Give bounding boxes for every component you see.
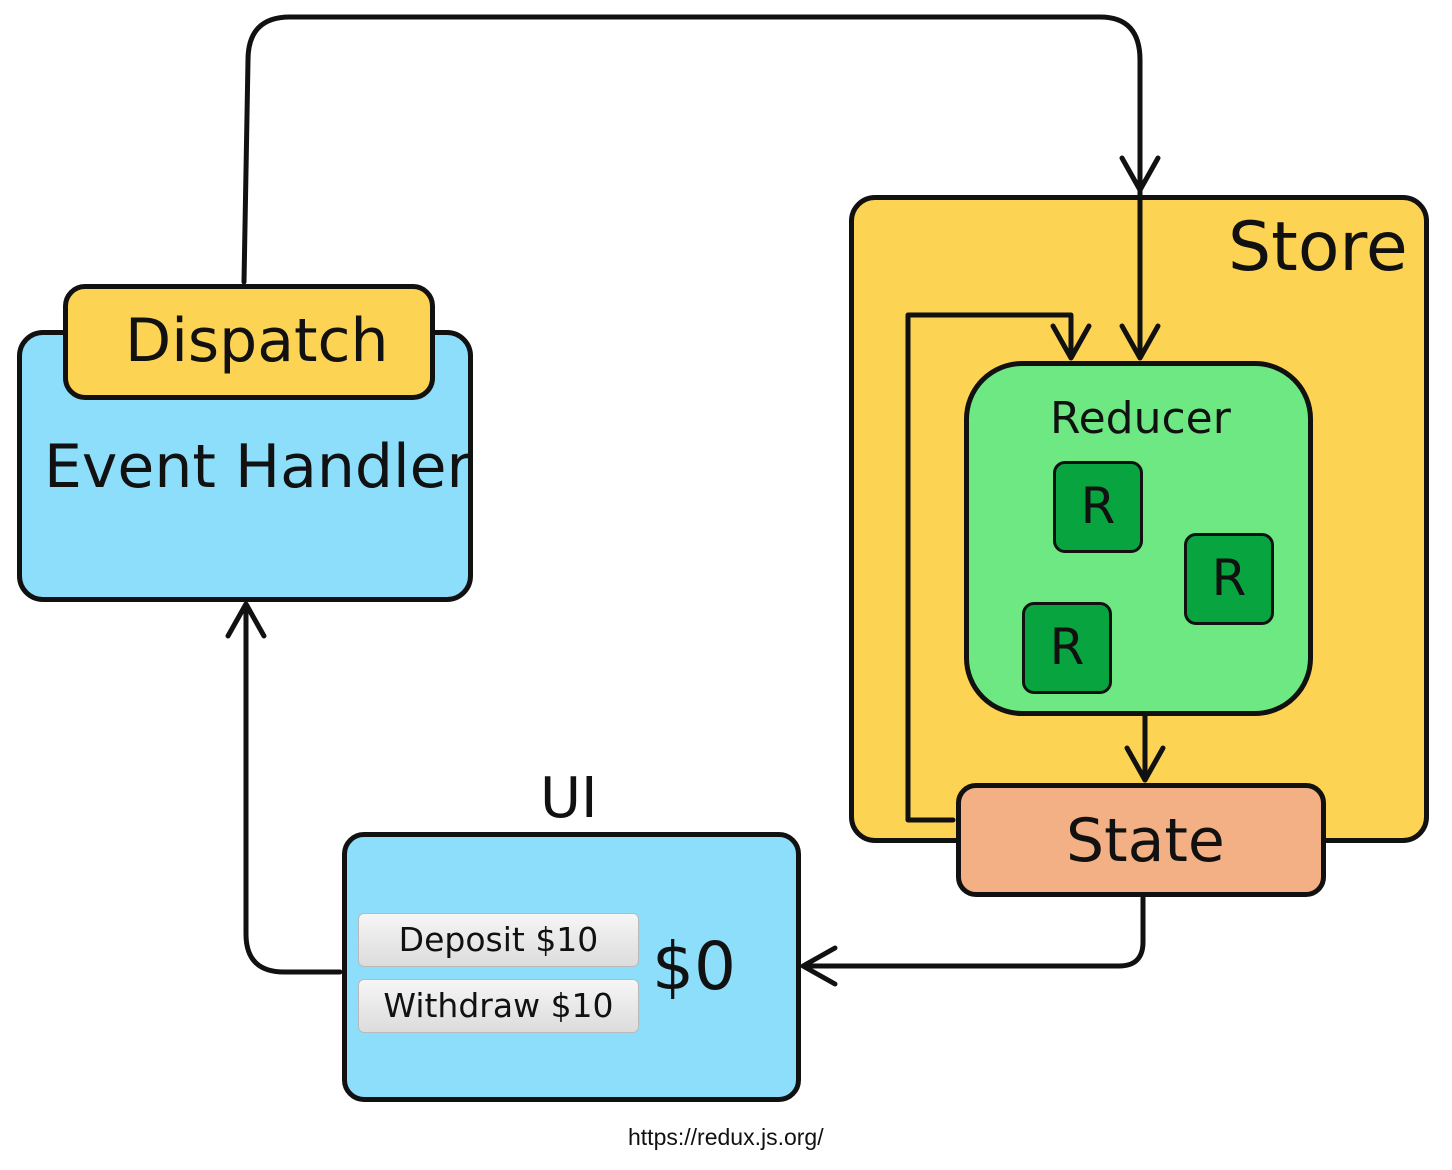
ui-to-handler-arrow <box>243 603 343 975</box>
source-url: https://redux.js.org/ <box>628 1124 824 1150</box>
ui-box <box>342 832 801 1102</box>
balance-display: $0 <box>652 928 736 1005</box>
ui-title: UI <box>540 766 598 831</box>
withdraw-button[interactable]: Withdraw $10 <box>358 979 639 1033</box>
deposit-button[interactable]: Deposit $10 <box>358 913 639 967</box>
reducer-r-3: R <box>1022 602 1112 694</box>
state-to-ui-arrow <box>802 895 1146 969</box>
ui-handler-arrowhead <box>225 601 267 639</box>
event-handler-label: Event Handler <box>44 432 472 502</box>
dispatch-arrowhead-store <box>1119 155 1161 193</box>
reducer-label: Reducer <box>1050 393 1231 444</box>
store-label: Store <box>1228 208 1408 287</box>
reducer-r-1: R <box>1053 461 1143 553</box>
reducer-r-2: R <box>1184 533 1274 625</box>
state-ui-arrowhead <box>800 945 838 987</box>
state-label: State <box>1066 806 1225 876</box>
dispatch-label: Dispatch <box>125 306 389 376</box>
